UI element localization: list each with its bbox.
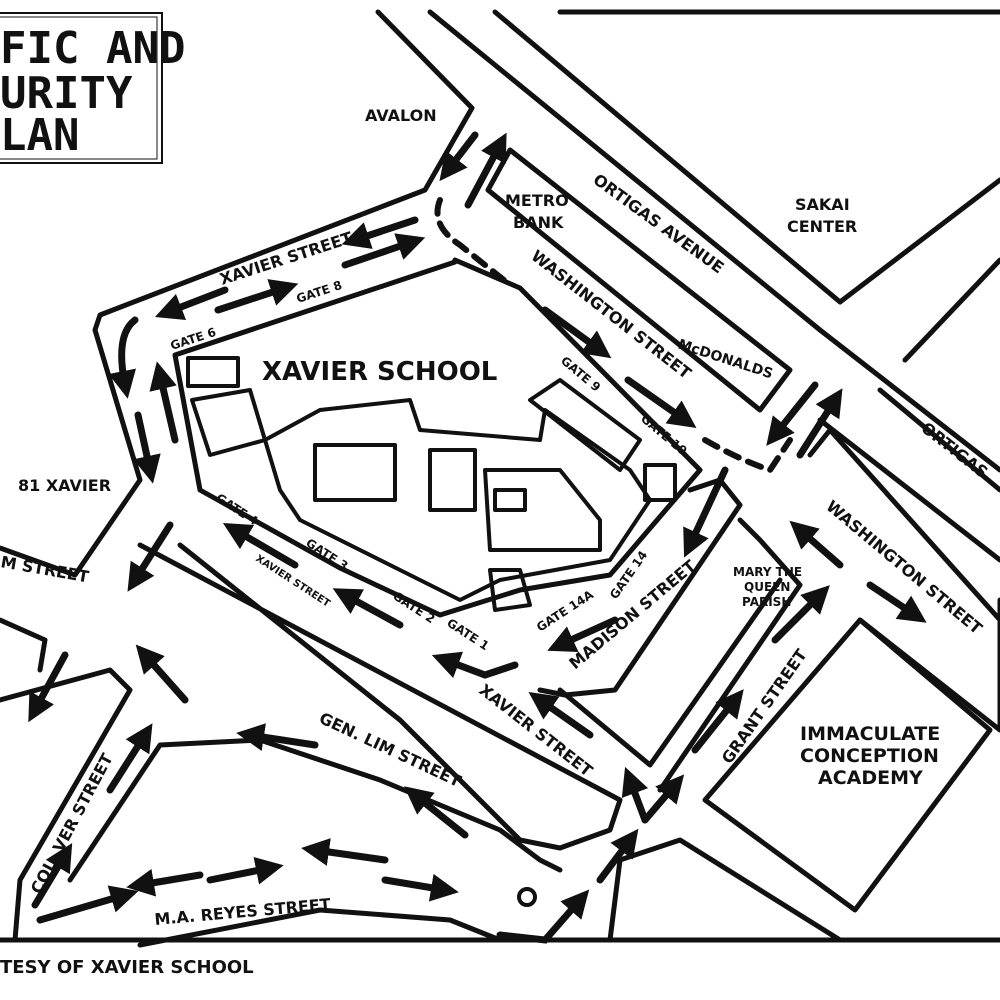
label-ica-3: ACADEMY [818,767,923,789]
label-gate-14a: GATE 14A [534,587,597,634]
title-box: FIC AND URITY LAN [0,12,185,164]
footer-credit: TESY OF XAVIER SCHOOL [0,957,254,978]
title-line-2: URITY [0,68,133,119]
label-metrobank-1: METRO [505,191,569,210]
label-ortigas-avenue: ORTIGAS AVENUE [590,170,728,277]
label-parish-1: MARY THE [733,565,802,579]
label-gen-lim-left: M STREET [0,552,90,586]
label-sakai-1: SAKAI [795,195,850,214]
label-sakai-2: CENTER [787,217,857,236]
label-washington-street-right: WASHINGTON STREET [822,497,986,639]
label-avalon: AVALON [365,106,437,125]
label-gate-9: GATE 9 [558,354,603,395]
label-ica-2: CONCEPTION [800,745,939,767]
label-gate-4: GATE 4 [213,491,260,528]
title-line-3: LAN [0,110,79,161]
campus-buildings [186,356,677,612]
label-parish-3: PARISH [742,595,791,609]
label-81-xavier: 81 XAVIER [18,476,111,495]
label-ortigas-right: ORTIGAS [918,418,992,482]
label-gate-1: GATE 1 [444,616,491,653]
traffic-arrows [28,131,927,944]
label-xavier-school: XAVIER SCHOOL [262,357,497,387]
label-ica-1: IMMACULATE [800,723,940,745]
label-metrobank-2: BANK [513,213,564,232]
label-gen-lim-street: GEN. LIM STREET [316,708,464,790]
label-parish-2: QUEEN [744,580,790,594]
title-line-1: FIC AND [0,23,185,74]
